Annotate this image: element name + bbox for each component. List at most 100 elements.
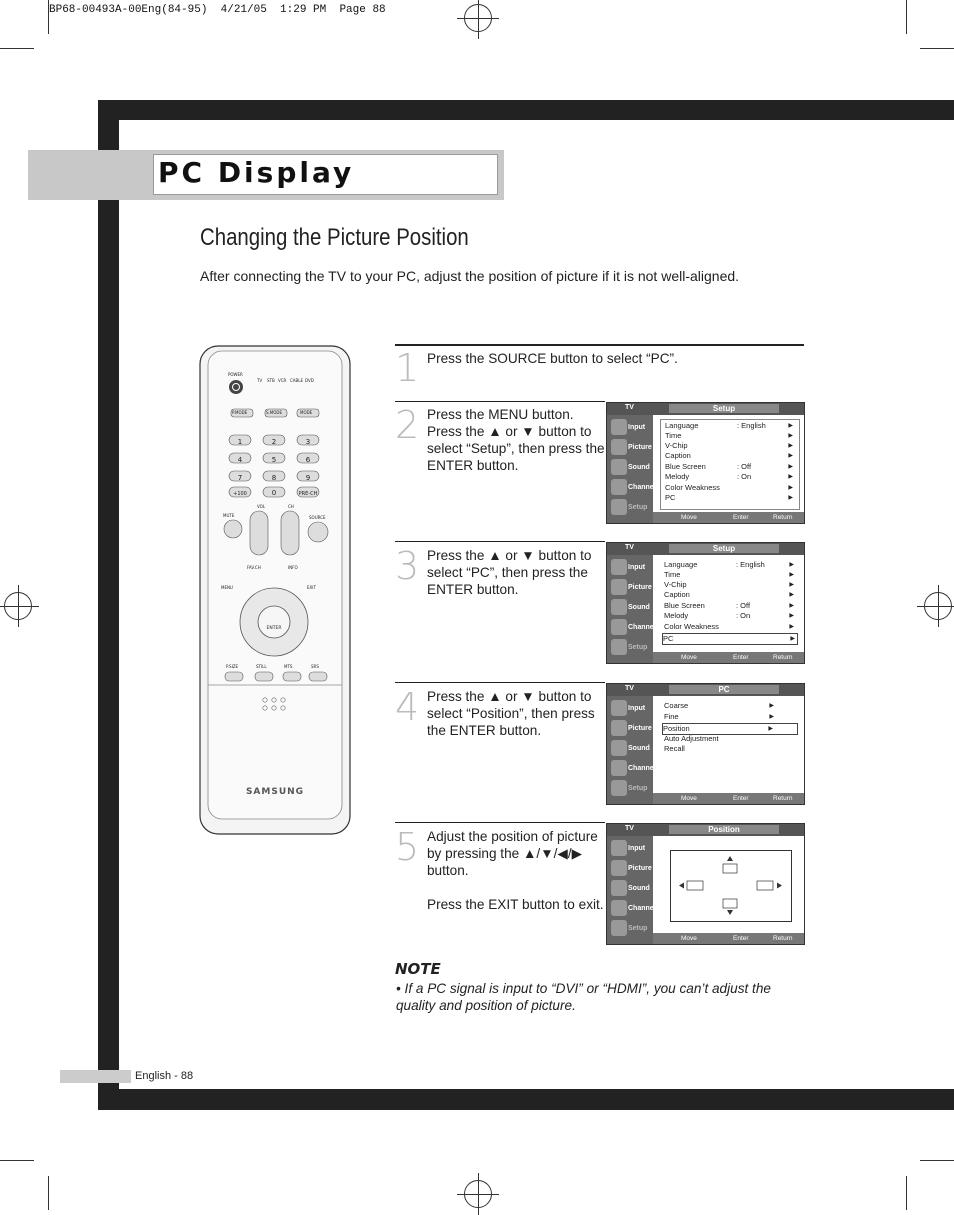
arrow-right-icon: ▶ [768,726,773,732]
registration-mark [457,1173,499,1215]
osd-side-input: Input [628,845,646,852]
arrow-right-icon: ▶ [788,474,793,480]
arrow-right-icon: ▶ [788,433,793,439]
footer-bar [60,1070,131,1083]
osd-side-sound: Sound [628,745,650,752]
note-text: • If a PC signal is input to “DVI” or “H… [396,981,771,1013]
osd-enter-hint: Enter [733,795,749,802]
input-icon [611,840,627,856]
arrow-right-icon: ▶ [769,714,774,720]
menu-row-label: V-Chip [664,580,687,589]
crop-mark [0,48,34,49]
osd-tv-label: TV [625,685,634,692]
osd-title: Setup [669,404,779,413]
svg-text:9: 9 [306,474,310,482]
svg-text:POWER: POWER [228,372,243,377]
registration-mark [457,0,499,39]
step-rule [395,344,804,346]
osd-side-sound: Sound [628,464,650,471]
svg-text:VOL: VOL [257,504,266,509]
arrow-right-icon: ▶ [788,423,793,429]
svg-text:ENTER: ENTER [267,625,282,631]
osd-side-channel: Channel [628,624,656,631]
menu-row-label: Time [664,570,681,579]
crop-mark [920,48,954,49]
setup-icon [611,499,627,515]
svg-text:DVD: DVD [305,378,314,383]
picture-icon [611,720,627,736]
svg-text:2: 2 [272,438,276,446]
menu-row-label: Caption [664,590,690,599]
top-band [98,100,954,120]
arrow-right-icon: ▶ [790,636,795,642]
page-number: English - 88 [135,1070,194,1082]
input-icon [611,419,627,435]
arrow-right-icon: ▶ [788,464,793,470]
svg-text:INFO: INFO [288,565,298,570]
menu-row-value: : On [736,611,751,620]
osd-side-setup: Setup [628,644,648,651]
step-text: Adjust the position of picture by pressi… [427,829,598,878]
step-rule [395,822,605,823]
svg-text:MTS: MTS [284,664,293,669]
setup-icon [611,639,627,655]
svg-text:SOURCE: SOURCE [309,515,326,520]
menu-row-label: Time [665,431,682,440]
step-text: Press the ▲ or ▼ button to select “PC”, … [427,548,592,597]
step-rule [395,401,605,402]
svg-text:P.MODE: P.MODE [232,410,248,415]
svg-text:0: 0 [272,489,276,497]
osd-side-setup: Setup [628,504,648,511]
osd-move-hint: Move [681,935,697,942]
menu-row-value: : Off [736,601,751,610]
arrow-right-icon: ▶ [769,703,774,709]
sound-icon [611,740,627,756]
arrow-right-icon: ▶ [789,624,794,630]
menu-row-value: : Off [737,462,752,471]
svg-text:S.MODE: S.MODE [266,410,282,415]
osd-side-setup: Setup [628,925,648,932]
osd-side-picture: Picture [628,444,652,451]
arrow-right-icon: ▶ [788,443,793,449]
menu-row-label: Recall [664,744,685,753]
svg-text:3: 3 [306,438,310,446]
osd-side-picture: Picture [628,725,652,732]
input-icon [611,700,627,716]
crop-mark [920,1160,954,1161]
menu-row-label: Language [665,421,699,430]
arrow-right-icon: ▶ [788,495,793,501]
arrow-right-icon: ▶ [788,485,793,491]
title-box [153,154,498,195]
section-title: Changing the Picture Position [200,224,469,251]
note-heading: NOTE [395,960,441,978]
osd-title: Position [669,825,779,834]
setup-icon [611,920,627,936]
svg-text:5: 5 [272,456,276,464]
osd-return-hint: Return [773,935,793,942]
intro-text: After connecting the TV to your PC, adju… [200,268,740,284]
svg-text:VCR: VCR [278,378,287,383]
bottom-band [98,1089,954,1110]
osd-return-hint: Return [773,795,793,802]
osd-side-picture: Picture [628,584,652,591]
osd-side-input: Input [628,424,646,431]
step-text: Press the MENU button. Press the ▲ or ▼ … [427,407,605,473]
svg-text:8: 8 [272,474,276,482]
svg-text:6: 6 [306,456,311,464]
sound-icon [611,459,627,475]
svg-text:+100: +100 [233,491,247,497]
picture-icon [611,439,627,455]
arrow-right-icon: ▶ [789,603,794,609]
crop-mark [48,1176,49,1210]
svg-text:MUTE: MUTE [223,513,235,518]
menu-row-value: : English [737,421,766,430]
arrow-right-icon: ▶ [789,613,794,619]
svg-text:MODE: MODE [300,410,313,415]
page-title: PC Display [158,156,355,189]
osd-move-hint: Move [681,514,697,521]
step-text-exit: Press the EXIT button to exit. [427,897,604,912]
sound-icon [611,880,627,896]
position-adjust-frame [670,850,792,922]
